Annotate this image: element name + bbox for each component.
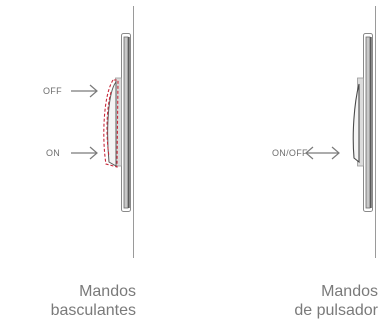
switch-plate-inner-right — [365, 36, 371, 209]
push-key — [352, 83, 360, 164]
rocker-switch-panel: OFF ON — [43, 6, 134, 258]
push-button-panel: ON/OFF — [272, 6, 376, 258]
rocker-highlight-inner — [106, 91, 112, 157]
rocker-key — [107, 80, 117, 167]
switch-plate-inner-left — [123, 36, 129, 209]
rocker-highlight-outline — [103, 79, 119, 168]
double-arrow-icon — [305, 146, 340, 160]
caption-push-line2: de pulsador — [294, 302, 378, 319]
arrow-right-icon — [71, 146, 98, 160]
off-label: OFF — [43, 86, 62, 96]
on-off-label: ON/OFF — [272, 148, 308, 158]
caption-rocker-line2: basculantes — [50, 302, 136, 319]
arrow-right-icon — [71, 84, 98, 98]
caption-push-buttons: Mandos de pulsador — [294, 282, 378, 320]
caption-push-line1: Mandos — [321, 283, 378, 300]
on-label: ON — [46, 148, 60, 158]
caption-rocker-switches: Mandos basculantes — [51, 282, 136, 320]
caption-rocker-line1: Mandos — [79, 283, 136, 300]
